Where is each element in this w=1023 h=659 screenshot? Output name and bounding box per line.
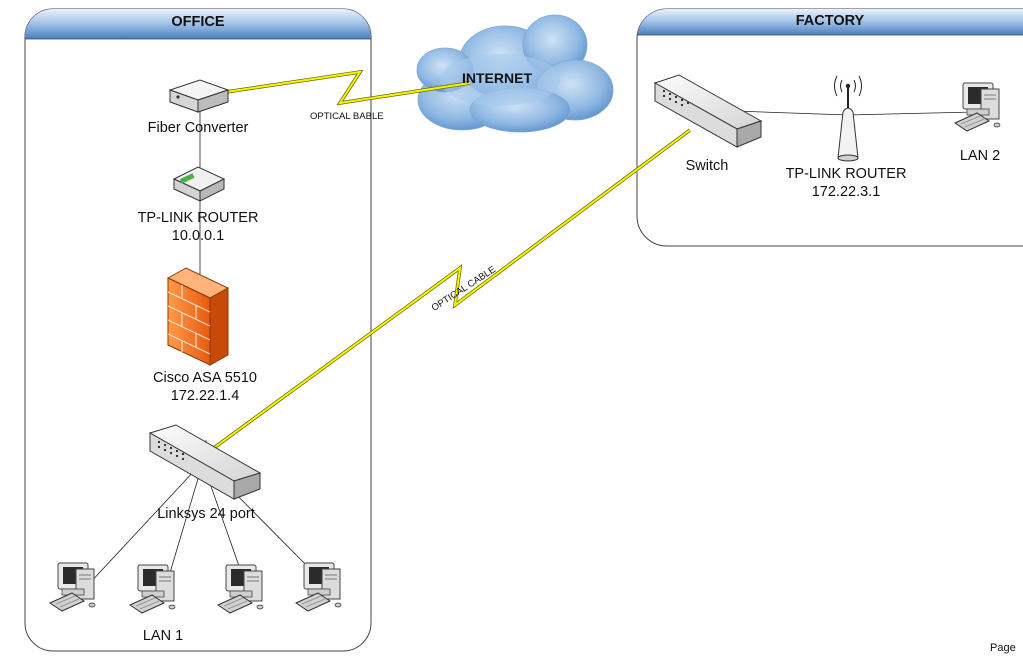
factory-router-ip: 172.22.3.1 [811,184,881,200]
factory-switch-device [653,74,763,148]
office-title: OFFICE [171,14,225,30]
factory-switch-label: Switch [685,158,729,174]
page-footer: Page [990,642,1016,654]
internet-cloud [416,14,614,133]
optical-link-internet [225,69,471,106]
factory-router-device [834,75,862,162]
office-router-ip: 10.0.0.1 [171,228,225,244]
optical-link-factory [198,128,692,460]
lan1-label: LAN 1 [142,628,184,644]
office-switch-label: Linksys 24 port [157,506,255,522]
lan2-label: LAN 2 [959,148,1001,164]
internet-label: INTERNET [462,70,532,86]
firewall-label: Cisco ASA 5510 [153,370,257,386]
optical-internet-label: OPTICAL BABLE [310,111,384,122]
office-router-device [172,166,226,202]
wifi-signal-icon [834,75,862,97]
firewall-device [166,267,230,366]
factory-router-label: TP-LINK ROUTER [785,166,907,182]
fiber-converter-device [168,79,230,113]
firewall-ip: 172.22.1.4 [170,388,240,404]
factory-title: FACTORY [795,13,865,29]
factory-zone [636,8,1023,247]
office-router-label: TP-LINK ROUTER [137,210,259,226]
fiber-converter-label: Fiber Converter [147,120,249,136]
office-switch-device [148,424,262,500]
